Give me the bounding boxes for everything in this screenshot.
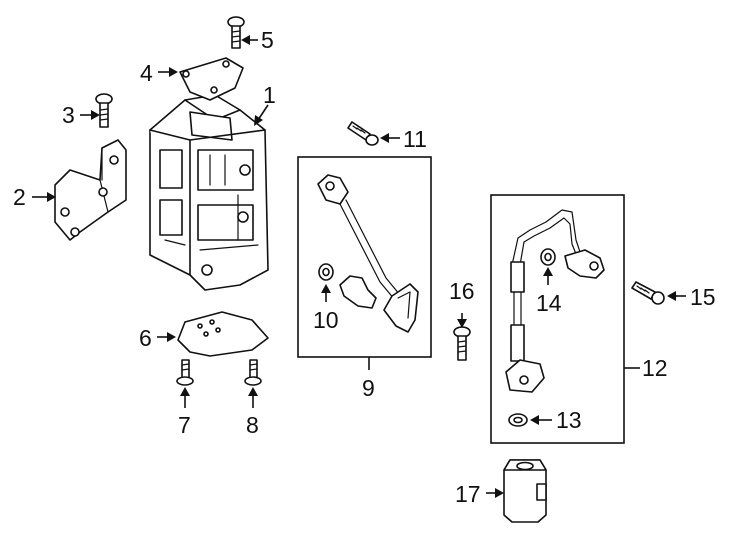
callout-15: 15 xyxy=(690,284,716,310)
callout-9: 9 xyxy=(362,375,375,401)
part-1-module xyxy=(149,94,269,291)
part-12-box xyxy=(490,194,625,444)
callout-13: 13 xyxy=(556,407,582,433)
leader-lines xyxy=(32,35,686,498)
part-12-tube-assembly xyxy=(505,209,605,393)
callout-1: 1 xyxy=(263,82,276,108)
callout-2: 2 xyxy=(13,184,26,210)
part-6-bottom-plate xyxy=(177,311,269,357)
callout-16: 16 xyxy=(449,278,475,304)
part-14-washer xyxy=(540,248,556,266)
callout-11: 11 xyxy=(403,126,427,152)
part-4-plate xyxy=(179,57,244,101)
part-3-bolt xyxy=(95,93,113,128)
callout-4: 4 xyxy=(140,60,153,86)
part-11-bolt xyxy=(347,121,379,146)
callout-14: 14 xyxy=(536,290,562,316)
callout-8: 8 xyxy=(246,412,259,438)
part-15-bolt xyxy=(631,281,665,305)
part-7-bolt xyxy=(176,359,194,386)
part-17-block xyxy=(503,459,547,523)
part-5-screw xyxy=(227,16,245,49)
callout-5: 5 xyxy=(261,27,274,53)
callout-7: 7 xyxy=(178,412,191,438)
callout-numbers: 1 2 3 4 5 6 7 8 9 10 11 12 13 14 15 16 1… xyxy=(13,27,716,507)
callout-17: 17 xyxy=(455,481,481,507)
part-9-sensor xyxy=(339,275,377,309)
callout-3: 3 xyxy=(62,102,75,128)
part-10-washer xyxy=(318,263,334,281)
callout-6: 6 xyxy=(139,325,152,351)
part-2-bracket xyxy=(54,139,127,241)
callout-10: 10 xyxy=(313,307,339,333)
part-9-box xyxy=(297,156,432,358)
part-9-tube-assembly xyxy=(317,174,419,333)
part-8-bolt xyxy=(244,359,262,386)
part-13-washer xyxy=(508,413,528,427)
part-16-bolt xyxy=(453,326,471,361)
callout-12: 12 xyxy=(642,355,668,381)
